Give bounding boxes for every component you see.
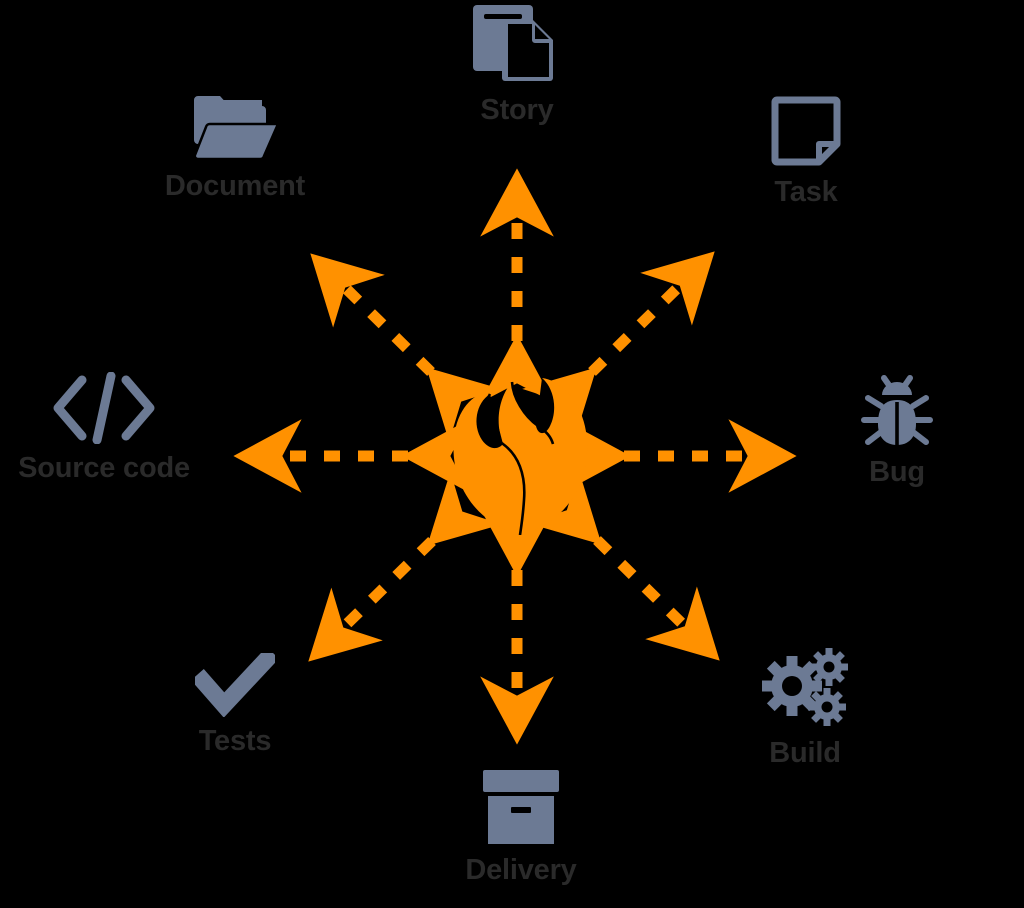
connector-tests xyxy=(308,471,502,662)
node-bug[interactable]: Bug xyxy=(782,372,1012,489)
open-folder-icon xyxy=(190,90,280,162)
node-label-tests: Tests xyxy=(198,725,272,757)
node-build[interactable]: Build xyxy=(690,645,920,770)
checkmark-icon xyxy=(191,646,280,718)
node-delivery[interactable]: Delivery xyxy=(406,768,636,887)
node-document[interactable]: Document xyxy=(120,90,350,203)
node-label-task: Task xyxy=(774,176,838,208)
node-tests[interactable]: Tests xyxy=(120,646,350,758)
box-icon xyxy=(479,768,563,846)
code-brackets-icon xyxy=(50,371,158,445)
node-source-code[interactable]: Source code xyxy=(0,371,219,485)
node-label-bug: Bug xyxy=(869,456,925,488)
node-label-build: Build xyxy=(769,737,841,769)
node-label-document: Document xyxy=(164,170,306,202)
node-label-source-code: Source code xyxy=(18,452,190,484)
tuleap-logo-icon xyxy=(450,370,590,536)
connector-build xyxy=(527,470,720,661)
node-label-delivery: Delivery xyxy=(465,854,577,886)
node-story[interactable]: Story xyxy=(402,0,632,127)
node-label-story: Story xyxy=(480,94,554,126)
gears-icon xyxy=(761,645,849,729)
connector-task xyxy=(522,251,715,442)
documents-stack-icon xyxy=(471,0,563,86)
bug-icon xyxy=(860,372,934,448)
note-folded-corner-icon xyxy=(771,96,841,168)
node-task[interactable]: Task xyxy=(691,96,921,209)
connector-document xyxy=(310,253,501,442)
